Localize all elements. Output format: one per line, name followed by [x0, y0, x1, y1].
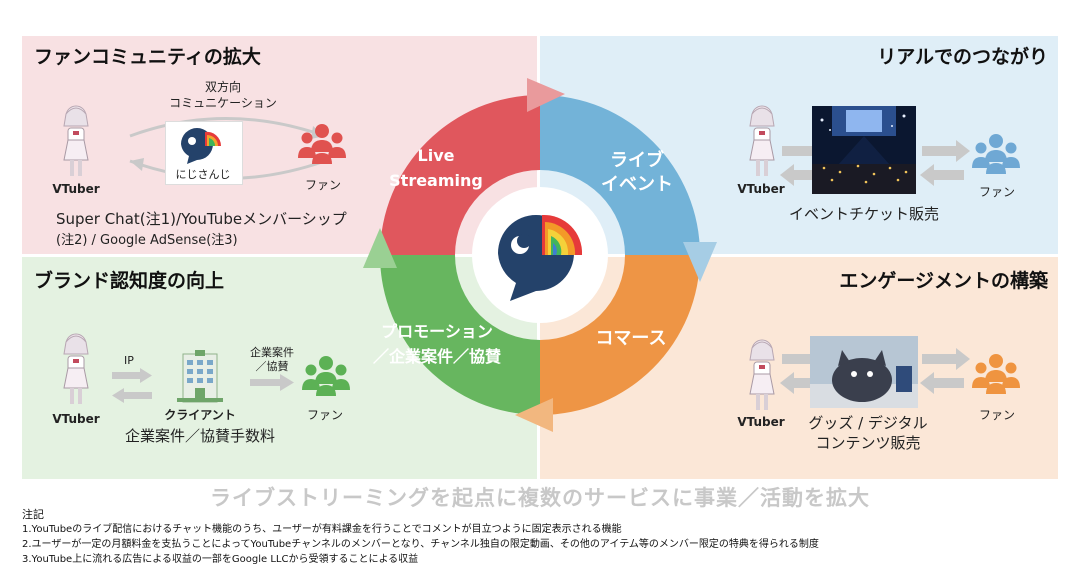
goods-label-2: コンテンツ販売: [815, 434, 921, 452]
ring-live-label-2: Streaming: [389, 171, 483, 190]
brand-awareness-title: ブランド認知度の向上: [34, 270, 225, 292]
revenue-label-2: (注2) / Google AdSense(注3): [56, 233, 238, 248]
fan-community-title: ファンコミュニティの拡大: [34, 46, 261, 68]
ring-event-label-1: ライブ: [610, 150, 664, 171]
nijisanji-logo-icon: [498, 214, 583, 301]
commission-label: 企業案件／協賛手数料: [124, 427, 275, 445]
fan-label: ファン: [306, 408, 343, 422]
vtuber-label: VTuber: [737, 415, 785, 429]
ring-promo-label-2: ／企業案件／協賛: [372, 347, 501, 366]
fan-group-icon: [302, 356, 350, 396]
ring-segment-promotion: [380, 255, 540, 415]
vtuber-character-icon: [749, 105, 775, 176]
engagement-title: エンゲージメントの構築: [839, 270, 1048, 292]
building-icon: [177, 350, 223, 403]
fan-label: ファン: [978, 185, 1015, 199]
ring-live-label-1: Live: [417, 146, 455, 165]
real-connection-title: リアルでのつながり: [877, 46, 1048, 68]
bidirectional-label-1: 双方向: [204, 80, 241, 94]
arrow-icon: [112, 368, 152, 403]
ring-segment-live-streaming: [380, 95, 540, 255]
concert-photo: [812, 106, 916, 194]
ring-segment-commerce: [540, 255, 700, 415]
ip-label: IP: [124, 354, 134, 367]
vtuber-character-icon: [63, 333, 89, 404]
deal-label-1: 企業案件: [250, 346, 294, 359]
client-label: クライアント: [164, 408, 236, 422]
notes-heading: 注記: [22, 508, 44, 521]
goods-label-1: グッズ / デジタル: [808, 414, 928, 432]
fan-group-icon: [972, 134, 1020, 174]
ring-event-label-2: イベント: [601, 174, 673, 195]
vtuber-character-icon: [63, 105, 89, 176]
event-ticket-label: イベントチケット販売: [788, 205, 939, 223]
ring-segment-live-event: [540, 95, 700, 255]
deal-label-2: ／協賛: [255, 360, 289, 373]
vtuber-label: VTuber: [52, 412, 100, 426]
goods-photo: [810, 336, 918, 408]
vtuber-label: VTuber: [52, 182, 100, 196]
nijisanji-label: にじさんじ: [175, 168, 231, 181]
tagline: ライブストリーミングを起点に複数のサービスに事業／活動を拡大: [210, 486, 870, 510]
vtuber-label: VTuber: [737, 182, 785, 196]
note-2: 2.ユーザーが一定の月額料金を支払うことによってYouTubeチャンネルのメンバ…: [22, 539, 819, 550]
note-1: 1.YouTubeのライブ配信におけるチャット機能のうち、ユーザーが有料課金を行…: [22, 524, 622, 535]
fan-label: ファン: [304, 178, 341, 192]
arrow-icon: [250, 374, 294, 391]
fan-label: ファン: [978, 408, 1015, 422]
revenue-label-1: Super Chat(注1)/YouTubeメンバーシップ: [56, 210, 347, 228]
ring-promo-label-1: プロモーション: [381, 322, 493, 341]
fan-group-icon: [972, 354, 1020, 394]
fan-group-icon: [298, 124, 346, 164]
bidirectional-label-2: コミュニケーション: [169, 96, 277, 110]
note-3: 3.YouTube上に流れる広告による収益の一部をGoogle LLCから受領す…: [22, 554, 419, 565]
vtuber-character-icon: [749, 339, 775, 410]
nijisanji-logo-icon: [181, 128, 222, 164]
ring-commerce-label: コマース: [595, 328, 667, 349]
